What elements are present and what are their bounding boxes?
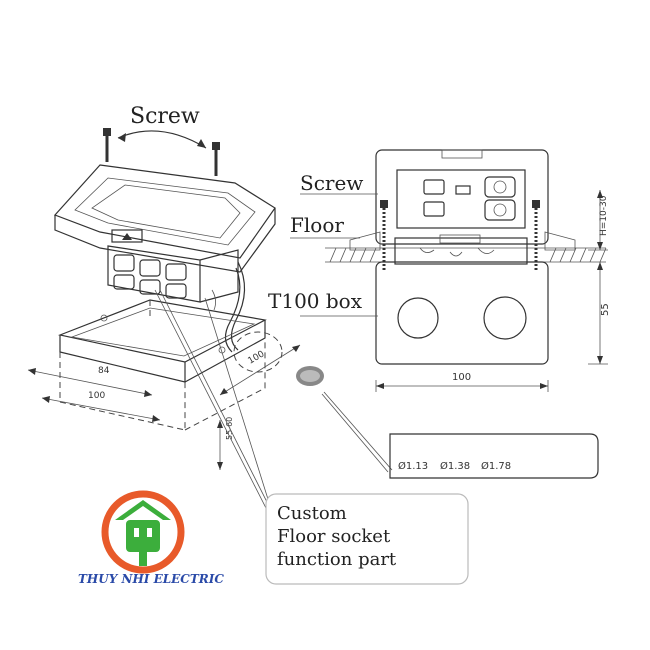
floor-label: Floor (290, 213, 344, 237)
plug-icon (126, 520, 160, 552)
knockout-mark (296, 366, 324, 386)
brand-ring (101, 490, 185, 574)
lid-plate (53, 164, 276, 259)
isometric-assembly: 84 100 100 55-60 (27, 128, 324, 470)
screw-right-icon (212, 142, 220, 176)
hole-size-callout (389, 433, 599, 479)
front-box-height-label: 55 (600, 303, 611, 316)
front-lid (375, 149, 549, 245)
iso-dimensions (27, 331, 301, 470)
screw-arrow (117, 130, 207, 149)
front-screw-right-icon (532, 200, 540, 272)
front-height-range-label: H=10-30 (599, 195, 609, 236)
front-view (325, 149, 608, 392)
iso-length-label: 100 (88, 391, 105, 401)
hole-size-3: Ø1.78 (481, 460, 511, 472)
knockout-hole-1 (397, 297, 439, 339)
floor-section (325, 231, 607, 263)
knockout-hole-2 (483, 296, 527, 340)
socket-data-2 (423, 201, 445, 217)
socket-power-2 (484, 199, 516, 221)
socket-power-1 (484, 176, 516, 198)
lid-latch (111, 229, 143, 243)
callout-line-3: function part (277, 549, 397, 570)
front-screw-left-icon (380, 200, 388, 272)
screw-label-left: Screw (130, 104, 200, 129)
hole-size-2: Ø1.38 (440, 460, 470, 472)
house-icon (115, 500, 171, 520)
box-isometric (57, 299, 267, 431)
screw-label-right: Screw (300, 171, 363, 195)
socket-usb (455, 185, 471, 195)
callout-line-1: Custom (277, 503, 347, 524)
front-width-label: 100 (452, 372, 471, 383)
screw-left-icon (103, 128, 111, 162)
hole-size-1: Ø1.13 (398, 460, 428, 472)
function-part-callout (265, 493, 469, 585)
callout-leaders (154, 289, 393, 513)
front-box (375, 261, 549, 365)
socket-module (107, 245, 246, 353)
socket-data-1 (423, 179, 445, 195)
brand-logo (101, 490, 185, 574)
box-label: T100 box (268, 289, 363, 313)
iso-width-label: 84 (98, 366, 110, 376)
brand-name: THUY NHI ELECTRIC (78, 572, 224, 586)
callout-line-2: Floor socket (277, 526, 391, 547)
iso-depth-label: 100 (247, 349, 267, 366)
